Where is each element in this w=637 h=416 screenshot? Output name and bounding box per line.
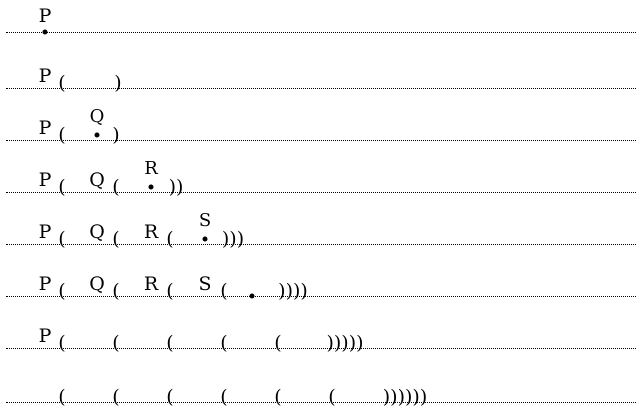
close-parens: ) (112, 124, 120, 146)
label-q: Q (89, 273, 105, 295)
open-paren: ( (166, 280, 174, 302)
label-p: P (38, 273, 52, 295)
open-paren: ( (166, 386, 174, 408)
open-paren: ( (112, 280, 120, 302)
open-paren: ( (112, 332, 120, 354)
baseline (6, 244, 636, 245)
baseline (6, 348, 636, 349)
open-paren: ( (166, 332, 174, 354)
label-q: Q (89, 106, 105, 127)
baseline (6, 88, 636, 89)
close-parens: )))) (278, 280, 308, 302)
open-paren: ( (58, 386, 66, 408)
close-parens: ) (114, 72, 122, 94)
close-parens: ))))) (326, 332, 364, 354)
label-p: P (38, 5, 52, 27)
open-paren: ( (112, 386, 120, 408)
open-paren: ( (58, 332, 66, 354)
row-6: P ( Q ( R ( S ( )))) (0, 260, 637, 312)
baseline (6, 32, 636, 33)
row-7: P ( ( ( ( ( ))))) (0, 312, 637, 364)
baseline (6, 140, 636, 141)
label-p: P (38, 169, 52, 191)
label-p: P (38, 117, 52, 139)
point-marker (249, 293, 255, 299)
open-paren: ( (328, 386, 336, 408)
row-4: P ( Q ( R )) (0, 156, 637, 208)
label-p: P (38, 221, 52, 243)
label-r: R (144, 158, 158, 179)
label-r: R (143, 221, 159, 243)
row-5: P ( Q ( R ( S ))) (0, 208, 637, 260)
point-marker (148, 184, 154, 190)
point-marker (94, 132, 100, 138)
open-paren: ( (274, 332, 282, 354)
open-paren: ( (166, 228, 174, 250)
baseline (6, 192, 636, 193)
label-r: R (143, 273, 159, 295)
row-1: P (0, 0, 637, 52)
open-paren: ( (220, 332, 228, 354)
open-paren: ( (58, 280, 66, 302)
point-marker (42, 29, 48, 35)
row-2: P ( ) (0, 52, 637, 104)
close-parens: )) (168, 176, 184, 198)
open-paren: ( (58, 72, 66, 94)
label-q: Q (89, 221, 105, 243)
row-3: P ( Q ) (0, 104, 637, 156)
open-paren: ( (274, 386, 282, 408)
label-q: Q (89, 169, 105, 191)
close-parens: )))))) (382, 386, 428, 408)
open-paren: ( (58, 228, 66, 250)
baseline (6, 296, 636, 297)
label-s: S (198, 210, 212, 231)
open-paren: ( (220, 386, 228, 408)
open-paren: ( (112, 176, 120, 198)
point-marker (202, 236, 208, 242)
row-8: ( ( ( ( ( ( )))))) (0, 364, 637, 416)
open-paren: ( (58, 176, 66, 198)
label-p: P (38, 65, 52, 87)
open-paren: ( (58, 124, 66, 146)
open-paren: ( (220, 280, 228, 302)
baseline (6, 402, 636, 403)
label-s: S (198, 273, 212, 295)
label-p: P (38, 325, 52, 347)
close-parens: ))) (221, 228, 245, 250)
open-paren: ( (112, 228, 120, 250)
